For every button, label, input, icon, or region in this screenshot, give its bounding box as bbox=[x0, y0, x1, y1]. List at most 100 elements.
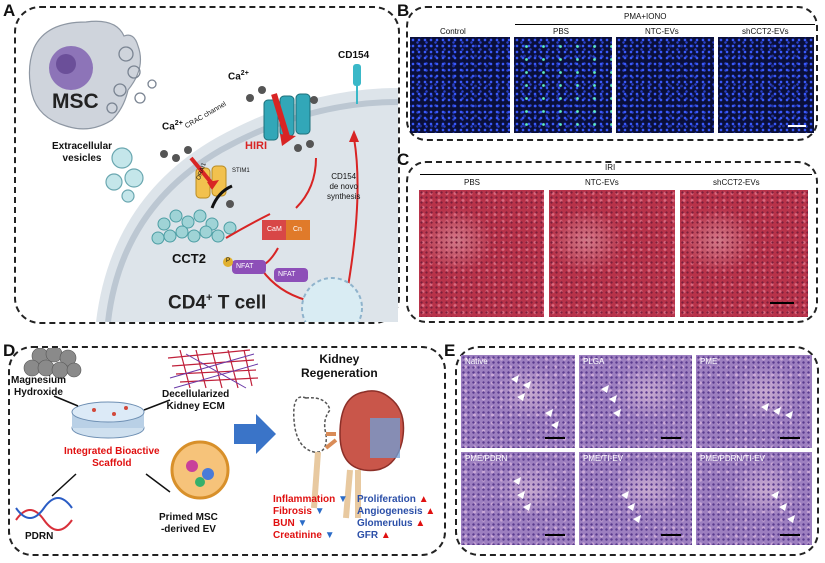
down-item-bun: BUN ▼ bbox=[273, 518, 308, 529]
white-arrow-icon bbox=[613, 409, 621, 417]
scale-bar bbox=[545, 534, 565, 536]
panel-b-label-shcct2: shCCT2-EVs bbox=[742, 27, 789, 36]
panel-c-label-ntc: NTC-EVs bbox=[585, 178, 619, 187]
panel-e-label-pme-ti-ev: PME/TI-EV bbox=[583, 454, 624, 463]
panel-a bbox=[14, 6, 400, 324]
panel-e-label-plga: PLGA bbox=[583, 357, 605, 366]
up-item-proliferation: Proliferation ▲ bbox=[357, 494, 429, 505]
white-arrow-icon bbox=[523, 381, 531, 389]
panel-b-label-ntc: NTC-EVs bbox=[645, 27, 679, 36]
ca-label-1: Ca2+ bbox=[162, 120, 183, 133]
panel-e-image-plga: PLGA bbox=[579, 355, 692, 448]
panel-b-image-ntc bbox=[616, 37, 714, 133]
panel-d bbox=[8, 346, 446, 556]
panel-c-image-pbs bbox=[419, 190, 544, 317]
white-arrow-icon bbox=[609, 395, 617, 403]
nfat-p-label: NFAT bbox=[236, 263, 254, 270]
msc-label: MSC bbox=[52, 90, 99, 113]
integrated-scaffold-label: Integrated Bioactive Scaffold bbox=[64, 446, 160, 469]
up-item-glomerulus: Glomerulus ▲ bbox=[357, 518, 426, 529]
scale-bar bbox=[788, 125, 806, 127]
extracellular-vesicles-label: Extracellular vesicles bbox=[52, 141, 113, 164]
up-item-angiogenesis: Angiogenesis ▲ bbox=[357, 506, 436, 517]
panel-a-label: A bbox=[3, 1, 16, 20]
up-regulated-list: Proliferation ▲ Angiogenesis ▲ Glomerulu… bbox=[357, 494, 435, 542]
stim1-label: STIM1 bbox=[232, 168, 250, 174]
panel-c-group-line bbox=[420, 174, 812, 175]
panel-b-image-shcct2 bbox=[718, 37, 814, 133]
panel-b-image-pbs bbox=[514, 37, 612, 133]
down-item-creatinine: Creatinine ▼ bbox=[273, 530, 335, 541]
panel-e-image-pme-pdrn: PME/PDRN bbox=[461, 452, 575, 545]
panel-e-label-pme-pdrn-ti-ev: PME/PDRN/TI-EV bbox=[700, 454, 765, 463]
white-arrow-icon bbox=[601, 385, 609, 393]
white-arrow-icon bbox=[771, 491, 779, 499]
panel-e-label-pme: PME bbox=[700, 357, 718, 366]
white-arrow-icon bbox=[523, 503, 531, 511]
decellularized-ecm-label: Decellularized Kidney ECM bbox=[162, 389, 230, 412]
panel-d-illustration bbox=[15, 348, 405, 531]
white-arrow-icon bbox=[627, 503, 635, 511]
panel-c-group-label: IRI bbox=[605, 163, 616, 172]
panel-b-image-control bbox=[410, 37, 510, 133]
scale-bar bbox=[780, 437, 800, 439]
scale-bar bbox=[661, 534, 681, 536]
panel-c-label-pbs: PBS bbox=[464, 178, 481, 187]
white-arrow-icon bbox=[551, 421, 559, 429]
scale-bar bbox=[780, 534, 800, 536]
white-arrow-icon bbox=[761, 403, 769, 411]
panel-e-image-pme-ti-ev: PME/TI-EV bbox=[579, 452, 692, 545]
kidney-regeneration-title: Kidney Regeneration bbox=[301, 352, 378, 380]
panel-c-image-ntc bbox=[549, 190, 675, 317]
panel-e-label-native: Native bbox=[465, 357, 488, 366]
white-arrow-icon bbox=[511, 375, 519, 383]
panel-e-label: E bbox=[444, 341, 456, 360]
panel-e bbox=[455, 346, 819, 556]
hiri-label: HIRI bbox=[245, 140, 267, 152]
panel-b-label-pbs: PBS bbox=[553, 27, 570, 36]
nfat-label: NFAT bbox=[278, 271, 296, 278]
white-arrow-icon bbox=[513, 477, 521, 485]
panel-c-label-shcct2: shCCT2-EVs bbox=[713, 178, 760, 187]
scale-bar bbox=[661, 437, 681, 439]
white-arrow-icon bbox=[779, 503, 787, 511]
panel-e-image-native: Native bbox=[461, 355, 575, 448]
ca-label-2: Ca2+ bbox=[228, 70, 249, 83]
white-arrow-icon bbox=[517, 491, 525, 499]
panel-c-label: C bbox=[397, 150, 410, 169]
panel-c bbox=[406, 161, 818, 323]
panel-b-label: B bbox=[397, 1, 410, 20]
panel-b-group-line bbox=[515, 24, 815, 25]
down-item-inflammation: Inflammation ▼ bbox=[273, 494, 348, 505]
cd154-label: CD154 bbox=[338, 50, 370, 61]
cam-label: CaM bbox=[267, 226, 282, 233]
panel-b bbox=[406, 6, 818, 141]
down-regulated-list: Inflammation ▼ Fibrosis ▼ BUN ▼ Creatini… bbox=[273, 494, 348, 542]
panel-e-label-pme-pdrn: PME/PDRN bbox=[465, 454, 508, 463]
cct2-label: CCT2 bbox=[172, 251, 206, 266]
panel-a-illustration bbox=[28, 20, 398, 322]
cd4-t-cell-label: CD4+ T cell bbox=[168, 292, 267, 314]
panel-e-image-pme: PME bbox=[696, 355, 812, 448]
panel-e-arrows bbox=[511, 375, 795, 523]
white-arrow-icon bbox=[787, 515, 795, 523]
panel-c-image-shcct2 bbox=[680, 190, 808, 317]
white-arrow-icon bbox=[785, 411, 793, 419]
white-arrow-icon bbox=[517, 393, 525, 401]
panel-e-image-pme-pdrn-ti-ev: PME/PDRN/TI-EV bbox=[696, 452, 812, 545]
p-label: P bbox=[226, 258, 231, 264]
scale-bar bbox=[770, 302, 794, 304]
primed-msc-ev-label: Primed MSC -derived EV bbox=[159, 512, 218, 535]
cn-label: Cn bbox=[293, 226, 302, 233]
white-arrow-icon bbox=[773, 407, 781, 415]
white-arrow-icon bbox=[621, 491, 629, 499]
panel-b-label-control: Control bbox=[440, 27, 466, 36]
cd154-synthesis-label: CD154 de novo synthesis bbox=[327, 172, 361, 201]
panel-b-group-label: PMA+IONO bbox=[624, 12, 667, 21]
up-item-gfr: GFR ▲ bbox=[357, 530, 391, 541]
pdrn-label: PDRN bbox=[25, 531, 54, 542]
down-item-fibrosis: Fibrosis ▼ bbox=[273, 506, 325, 517]
scale-bar bbox=[545, 437, 565, 439]
magnesium-hydroxide-label: Magnesium Hydroxide bbox=[11, 375, 67, 398]
white-arrow-icon bbox=[633, 515, 641, 523]
